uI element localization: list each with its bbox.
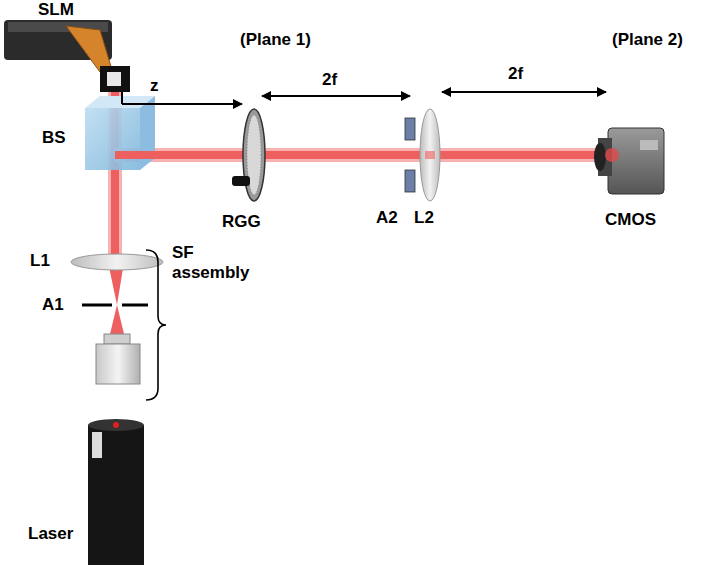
part-label: SF assembly bbox=[172, 243, 254, 284]
part-label: CMOS bbox=[605, 210, 656, 230]
part-label: L1 bbox=[30, 251, 50, 271]
plane-label: (Plane 1) bbox=[240, 30, 311, 50]
part-label: A1 bbox=[42, 295, 64, 315]
part-label: BS bbox=[42, 128, 66, 148]
dimension-label: 2f bbox=[508, 64, 523, 84]
part-label: SLM bbox=[38, 0, 74, 20]
part-label: A2 bbox=[376, 208, 398, 228]
dimension-label: 2f bbox=[322, 70, 337, 90]
part-label: RGG bbox=[222, 212, 261, 232]
plane-label: (Plane 2) bbox=[612, 30, 683, 50]
dimension-label: z bbox=[150, 76, 159, 96]
part-label: Laser bbox=[28, 524, 73, 544]
part-label: L2 bbox=[414, 208, 434, 228]
